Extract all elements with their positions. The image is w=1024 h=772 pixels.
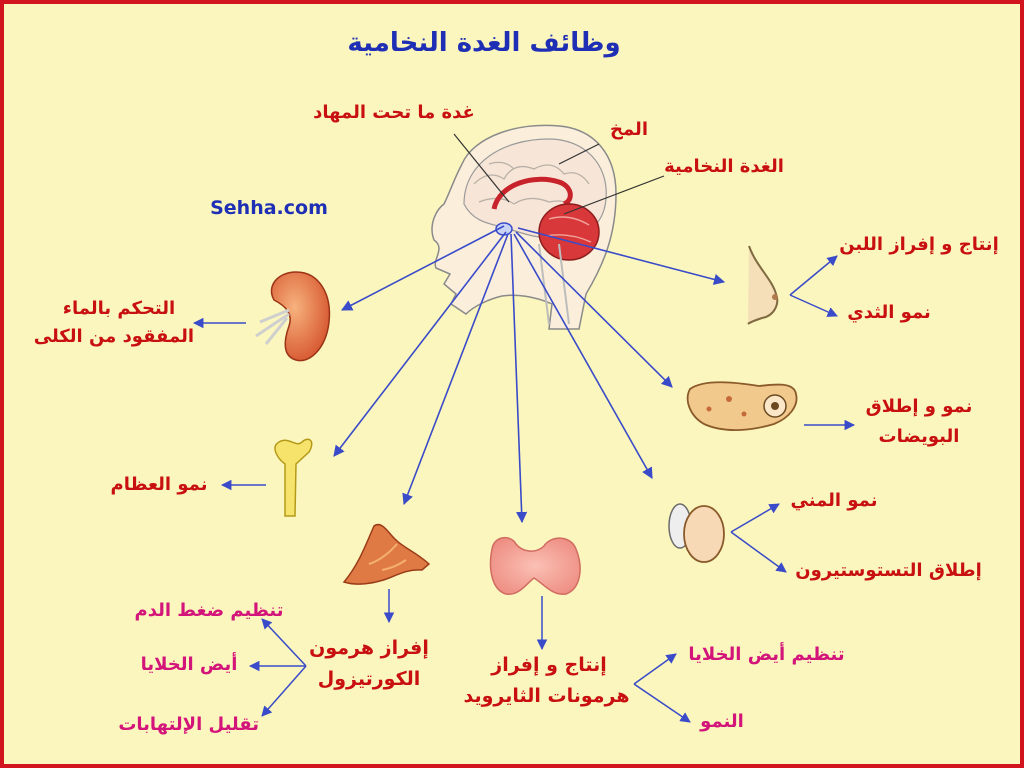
thyroid-effect-growth: النمو <box>700 711 744 732</box>
testis-icon <box>668 503 725 563</box>
bone-icon <box>274 438 313 517</box>
adrenal-effect-blood-pressure: تنظيم ضغط الدم <box>134 600 284 621</box>
ovary-function-line2: البويضات <box>878 426 960 447</box>
kidney-function-line1: التحكم بالماء <box>62 298 176 319</box>
kidney-function-line2: المفقود من الكلى <box>33 326 194 347</box>
thyroid-function-line1: إنتاج و إفراز <box>491 654 607 676</box>
diagram-graphics <box>192 124 856 723</box>
adrenal-function-line1: إفراز هرمون <box>309 637 429 659</box>
testis-effect-sperm: نمو المني <box>790 490 878 511</box>
pituitary-label: الغدة النخامية <box>664 156 784 177</box>
thyroid-gland-icon <box>489 537 581 595</box>
adrenal-gland-icon <box>342 523 431 585</box>
breast-effect-growth: نمو الثدي <box>847 302 931 323</box>
kidney-icon <box>255 271 331 362</box>
page-title: وظائف الغدة النخامية <box>347 28 621 58</box>
adrenal-effect-inflammation: تقليل الإلتهابات <box>118 714 259 735</box>
adrenal-function-line2: الكورتيزول <box>317 668 421 690</box>
breast-effect-milk: إنتاج و إفراز اللبن <box>839 234 999 255</box>
adrenal-effect-metabolism: أيض الخلايا <box>140 654 238 675</box>
bone-function: نمو العظام <box>110 474 208 495</box>
watermark: Sehha.com <box>210 197 328 219</box>
ovary-icon <box>686 381 798 431</box>
ovary-function-line1: نمو و إطلاق <box>865 396 973 417</box>
breast-icon <box>747 245 779 325</box>
thyroid-function-line2: هرمونات الثايرويد <box>463 685 630 707</box>
hypothalamus-label: غدة ما تحت المهاد <box>313 102 475 123</box>
thyroid-effect-metabolism: تنظيم أيض الخلايا <box>688 644 845 665</box>
head-brain-icon <box>431 124 617 330</box>
brain-label: المخ <box>610 119 648 140</box>
testis-effect-testosterone: إطلاق التستوستيرون <box>795 560 982 581</box>
